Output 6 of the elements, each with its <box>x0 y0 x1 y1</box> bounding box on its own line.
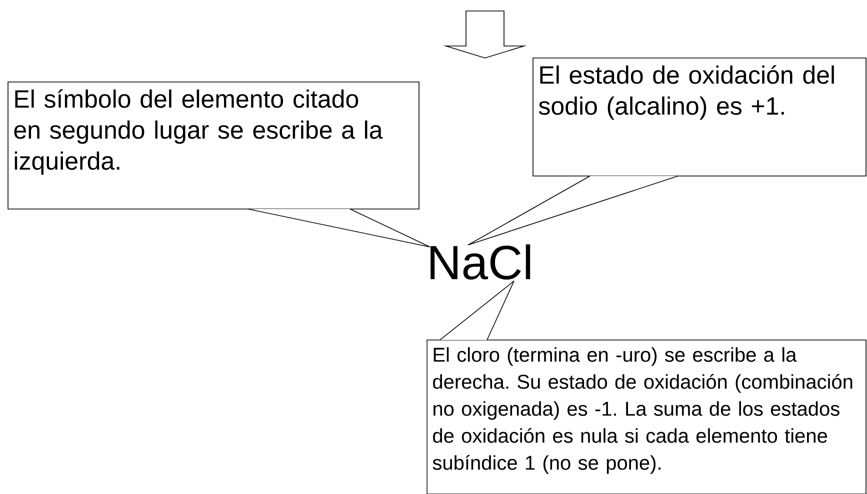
callout-box: El estado de oxidación del sodio (alcalino) es +1. <box>532 58 866 176</box>
formula-text: NaCl <box>430 244 530 280</box>
callout-box: El cloro (termina en -uro) se escribe a la derecha. Su estado de oxidación (combinación no oxigenada) es -1. La suma de los estados de oxidación es nula si cada elemento tiene subíndice 1 (no se pone). <box>426 340 866 494</box>
callout-pointer <box>440 280 514 340</box>
callout-pointer <box>248 208 430 248</box>
callout-pointer <box>468 176 678 246</box>
